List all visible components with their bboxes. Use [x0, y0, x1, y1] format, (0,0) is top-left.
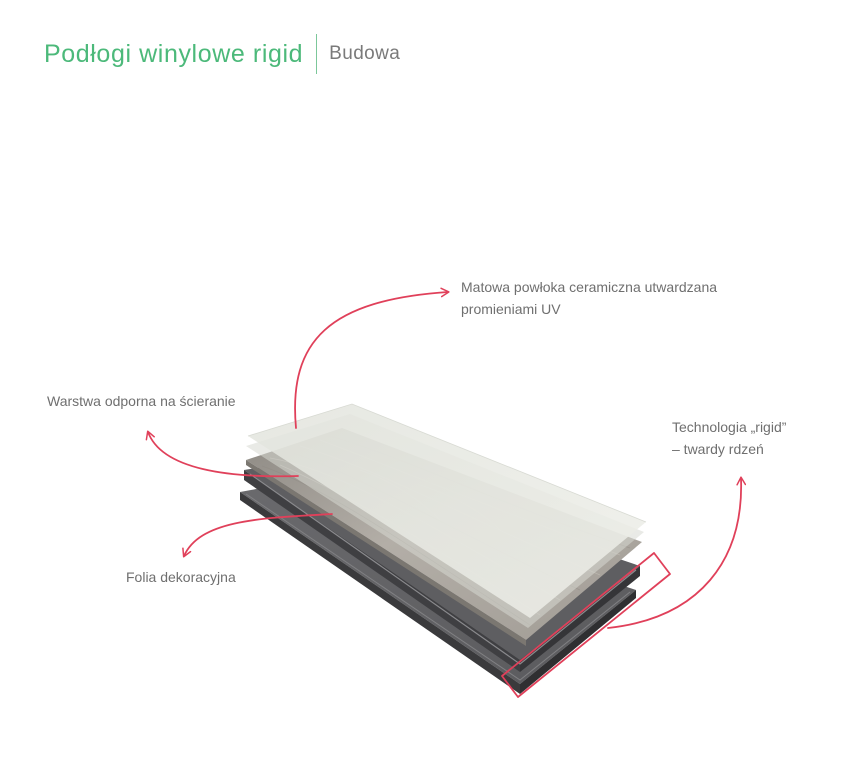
rigid-core-highlight — [501, 552, 671, 698]
arrow-decor-foil — [182, 513, 333, 558]
label-uv-coating-line2: promieniami UV — [461, 301, 561, 317]
page-title: Podłogi winylowe rigid — [44, 39, 304, 68]
page-subtitle: Budowa — [329, 43, 401, 64]
uv-coating-layer — [247, 403, 647, 618]
page-header: Podłogi winylowe rigid Budowa — [44, 34, 401, 74]
arrow-rigid-core — [607, 476, 747, 629]
label-wear-layer: Warstwa odporna na ścieranie — [47, 390, 236, 412]
label-rigid-core: Technologia „rigid” – twardy rdzeń — [672, 416, 786, 460]
label-decor-foil-line1: Folia dekoracyjna — [126, 569, 236, 585]
label-wear-layer-line1: Warstwa odporna na ścieranie — [47, 393, 236, 409]
label-uv-coating-line1: Matowa powłoka ceramiczna utwardzana — [461, 279, 718, 295]
arrow-uv-coating — [294, 287, 450, 429]
label-rigid-core-line2: – twardy rdzeń — [672, 441, 764, 457]
label-decor-foil: Folia dekoracyjna — [126, 566, 236, 588]
label-rigid-core-line1: Technologia „rigid” — [672, 419, 787, 435]
arrow-wear-layer — [145, 430, 299, 478]
title-divider — [316, 34, 318, 74]
label-uv-coating: Matowa powłoka ceramiczna utwardzana pro… — [461, 276, 717, 320]
